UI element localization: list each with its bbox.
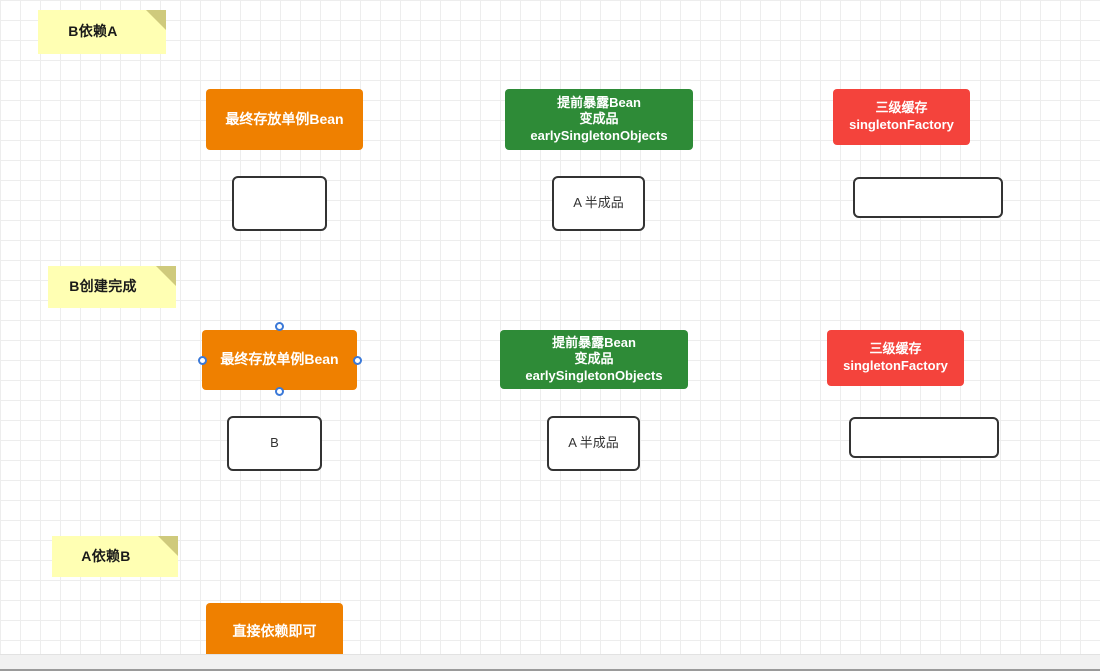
selection-handle-left[interactable] xyxy=(198,356,207,365)
sticky-note-label: B依赖A xyxy=(68,23,118,40)
sticky-note-label: A依赖B xyxy=(81,547,131,564)
sticky-fold-corner-icon xyxy=(158,536,178,556)
node-singleton-factory-row1[interactable]: 三级缓存 singletonFactory xyxy=(833,89,970,145)
node-direct-dependency-row3[interactable]: 直接依赖即可 xyxy=(206,603,343,660)
sticky-note-a-depends-b[interactable]: A依赖B xyxy=(52,536,178,577)
node-early-singleton-objects-row1[interactable]: 提前暴露Bean 变成品 earlySingletonObjects xyxy=(505,89,693,150)
sticky-note-b-depends-a[interactable]: B依赖A xyxy=(38,10,166,54)
sticky-fold-corner-icon xyxy=(156,266,176,286)
node-label-line2: singletonFactory xyxy=(849,117,954,132)
node-singleton-factory-row2[interactable]: 三级缓存 singletonFactory xyxy=(827,330,964,386)
node-label-line1: 提前暴露Bean xyxy=(557,94,641,110)
window-bottom-edge xyxy=(0,669,1100,671)
node-label: 直接依赖即可 xyxy=(232,622,317,639)
node-label-block: 提前暴露Bean 变成品 earlySingletonObjects xyxy=(525,335,662,385)
selection-handle-top[interactable] xyxy=(275,322,284,331)
content-box-label: A 半成品 xyxy=(573,195,624,211)
node-label-line1: 提前暴露Bean xyxy=(552,334,636,350)
node-label-block: 三级缓存 singletonFactory xyxy=(843,341,948,374)
node-early-singleton-objects-row2[interactable]: 提前暴露Bean 变成品 earlySingletonObjects xyxy=(500,330,688,389)
node-label-line1: 三级缓存 xyxy=(875,100,928,116)
content-box-label: A 半成品 xyxy=(568,435,619,451)
node-label-line3: earlySingletonObjects xyxy=(525,367,663,383)
node-label-block: 提前暴露Bean 变成品 earlySingletonObjects xyxy=(530,95,667,145)
selection-handle-right[interactable] xyxy=(353,356,362,365)
node-label-line2: 变成品 xyxy=(574,351,614,367)
sticky-note-label: B创建完成 xyxy=(69,278,137,295)
node-label: 最终存放单例Bean xyxy=(225,110,344,127)
content-box-row1-col2[interactable]: A 半成品 xyxy=(552,176,645,231)
content-box-row1-col1[interactable] xyxy=(232,176,327,231)
horizontal-scrollbar[interactable] xyxy=(0,654,1100,671)
content-box-label: B xyxy=(270,435,279,451)
content-box-row2-col1[interactable]: B xyxy=(227,416,322,471)
node-label-line1: 三级缓存 xyxy=(869,341,922,357)
node-label-line2: 变成品 xyxy=(579,111,619,127)
node-final-singleton-bean-row1[interactable]: 最终存放单例Bean xyxy=(206,89,363,150)
node-label-line2: singletonFactory xyxy=(843,358,948,373)
content-box-row2-col2[interactable]: A 半成品 xyxy=(547,416,640,471)
sticky-fold-corner-icon xyxy=(146,10,166,30)
selection-handle-bottom[interactable] xyxy=(275,387,284,396)
content-box-row1-col3[interactable] xyxy=(853,177,1003,218)
horizontal-scrollbar-thumb[interactable] xyxy=(0,655,1100,671)
content-box-row2-col3[interactable] xyxy=(849,417,999,458)
node-label-line3: earlySingletonObjects xyxy=(530,127,668,143)
sticky-note-b-created[interactable]: B创建完成 xyxy=(48,266,176,308)
node-label-block: 三级缓存 singletonFactory xyxy=(849,100,954,133)
node-final-singleton-bean-row2[interactable]: 最终存放单例Bean xyxy=(202,330,357,390)
node-label: 最终存放单例Bean xyxy=(220,351,339,368)
